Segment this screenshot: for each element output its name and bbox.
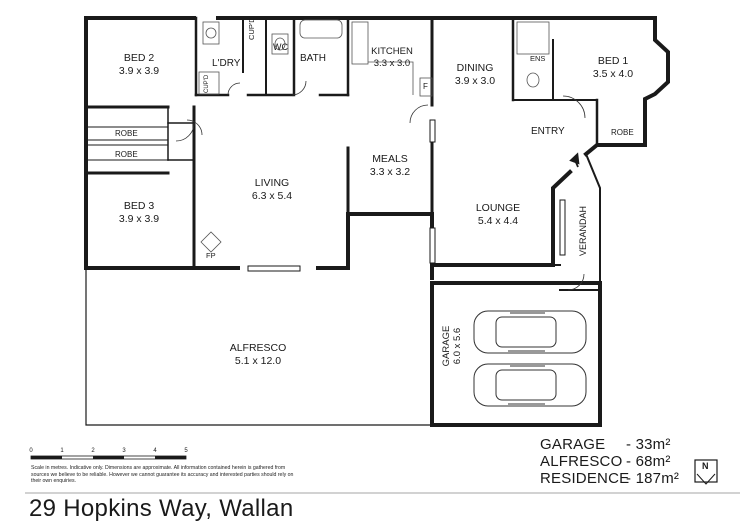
area-name-alfresco: ALFRESCO [540,453,623,470]
label-verandah: VERANDAH [578,205,588,256]
compass-icon [694,459,718,485]
room-name: KITCHEN [371,46,413,57]
room-dimensions: 3.9 x 3.0 [454,75,496,87]
area-value-alfresco: - 68m² [626,453,671,470]
scale-tick: 4 [153,448,157,454]
doors [175,80,586,291]
label-fridge: F [423,82,428,91]
disclaimer: Scale in metres. Indicative only. Dimens… [31,465,294,485]
room-dimensions: 3.3 x 3.2 [369,166,411,178]
room-dimensions: 6.3 x 5.4 [251,190,293,202]
room-name: GARAGE [441,325,452,367]
room-name: DINING [456,62,494,74]
room-name: ALFRESCO [229,342,287,354]
room-name: LOUNGE [475,202,521,214]
room-dimensions: 3.9 x 3.9 [118,213,160,225]
area-name-residence: RESIDENCE [540,470,630,487]
scale-tick: 3 [122,448,126,454]
scale-bar [30,455,187,460]
label-fireplace: FP [206,251,216,260]
room-name: MEALS [372,153,408,165]
label-bath: BATH [300,53,326,64]
scale-tick: 1 [60,448,64,454]
car-icon [473,363,587,407]
scale-tick: 2 [91,448,95,454]
room-bed1: BED 1 3.5 x 4.0 [593,55,633,81]
compass-letter: N [702,461,709,471]
room-dimensions: 3.9 x 3.9 [118,65,160,77]
room-dimensions: 5.1 x 12.0 [234,355,282,367]
room-name: BED 2 [123,52,155,64]
address-title: 29 Hopkins Way, Wallan [29,495,294,522]
label-robe-bed3: ROBE [115,150,138,159]
label-robe-bed2: ROBE [115,129,138,138]
room-alfresco: ALFRESCO 5.1 x 12.0 [230,342,287,368]
room-dimensions: 3.3 x 3.0 [373,58,411,69]
scale-tick: 0 [29,448,33,454]
room-name: BED 3 [123,200,155,212]
room-dining: DINING 3.9 x 3.0 [455,62,495,88]
room-bed2: BED 2 3.9 x 3.9 [119,52,159,78]
label-cupboard-small: CUP'D [204,74,210,93]
label-ensuite: ENS [530,54,546,63]
room-dimensions: 6.0 x 5.6 [452,327,463,365]
garage-cars [473,310,587,407]
label-wc: WC [273,42,288,52]
room-bed3: BED 3 3.9 x 3.9 [119,200,159,226]
room-dimensions: 5.4 x 4.4 [477,215,519,227]
label-entry: ENTRY [531,126,565,137]
car-icon [473,310,587,354]
label-laundry: L'DRY [212,58,241,69]
label-robe-bed1: ROBE [611,128,634,137]
room-lounge: LOUNGE 5.4 x 4.4 [476,202,520,228]
windows [247,119,566,272]
room-name: LIVING [254,177,290,189]
entry-arrow-icon [569,152,580,168]
room-name: BED 1 [597,55,629,67]
room-dimensions: 3.5 x 4.0 [592,68,634,80]
room-living: LIVING 6.3 x 5.4 [252,177,292,203]
room-garage: GARAGE 6.0 x 5.6 [441,326,463,367]
scale-tick: 5 [184,448,188,454]
label-cupboard-top: CUP'D [247,17,256,40]
walls [84,16,670,427]
room-kitchen: KITCHEN 3.3 x 3.0 [371,46,413,70]
area-value-garage: - 33m² [626,436,671,453]
area-value-residence: - 187m² [626,470,680,487]
area-name-garage: GARAGE [540,436,606,453]
room-meals: MEALS 3.3 x 3.2 [370,153,410,179]
fixtures [198,19,550,253]
